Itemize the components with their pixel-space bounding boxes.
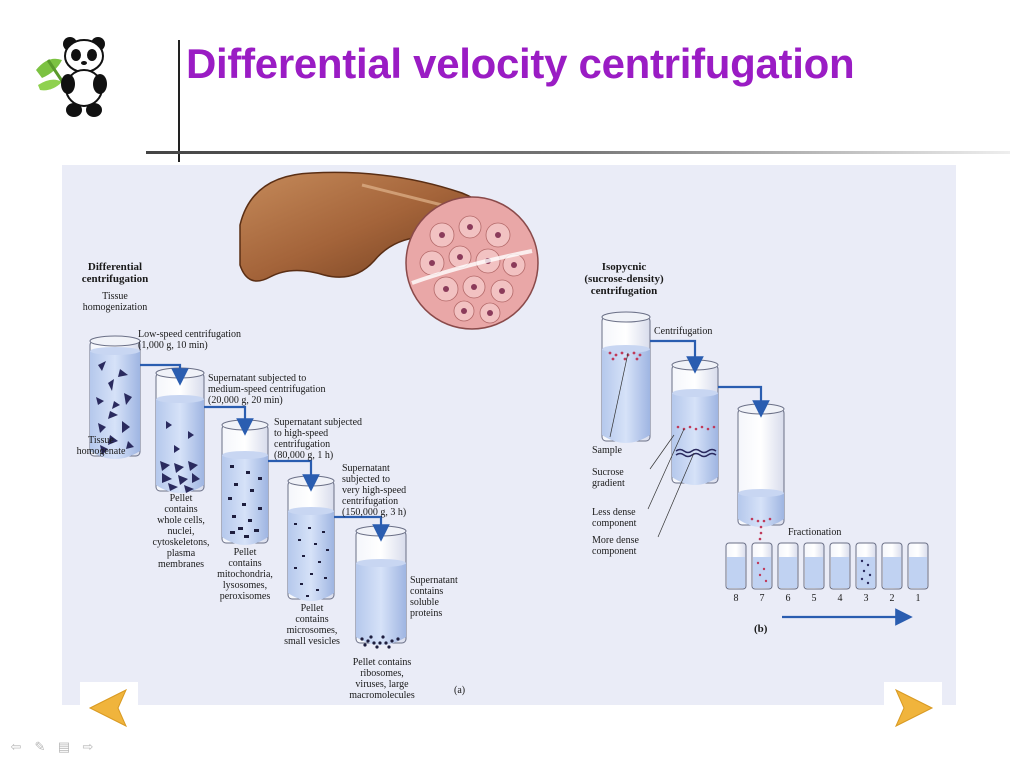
tube-low-speed-pellet <box>160 421 200 493</box>
tube-medium-speed-particles <box>228 465 262 538</box>
figure-illustration <box>89 171 929 649</box>
title-horizontal-rule <box>146 151 1010 154</box>
fraction-label: 4 <box>837 593 843 604</box>
tube-very-high-speed <box>355 525 407 645</box>
slideshow-toolbar: ⇦ ✎ ▤ ⇨ <box>8 738 96 756</box>
panel-a-label: (a) <box>454 685 466 696</box>
tube-homogenate-particles <box>96 361 134 455</box>
step1-label: Low-speed centrifugation (1,000 g, 10 mi… <box>138 329 242 351</box>
slide-title: Differential velocity centrifugation <box>186 40 855 87</box>
back-icon[interactable]: ⇦ <box>10 739 22 754</box>
tube-gradient <box>671 359 719 485</box>
tube-sample <box>601 311 651 443</box>
panel-b-label: (b) <box>754 623 768 635</box>
step2-label: Supernatant subjected to medium-speed ce… <box>208 373 326 406</box>
fraction-label: 8 <box>733 593 739 604</box>
forward-icon[interactable]: ⇨ <box>82 739 94 754</box>
less-dense-label: Less dense component <box>592 507 637 529</box>
tube-very-high-speed-pellet <box>360 635 400 649</box>
tube-gradient-band-more-dense <box>675 448 717 458</box>
fraction-label: 2 <box>889 593 895 604</box>
supernatant-label: Supernatant contains soluble proteins <box>410 575 458 619</box>
sample-label: Sample <box>592 445 622 456</box>
pen-icon[interactable]: ✎ <box>34 739 46 754</box>
more-dense-label: More dense component <box>592 535 639 557</box>
tube-high-speed <box>287 475 335 601</box>
step3-label: Supernatant subjected to high-speed cent… <box>274 417 363 461</box>
fraction-label: 3 <box>863 593 869 604</box>
tissue-homogenization-label: Tissue homogenization <box>82 291 148 313</box>
pellet3-label: Pellet contains microsomes, small vesicl… <box>284 603 340 647</box>
tube-medium-speed <box>221 419 269 545</box>
centrifugation-figure: Differential centrifugation Tissue homog… <box>62 165 956 705</box>
tube-fractionating <box>737 403 785 527</box>
isopycnic-heading: Isopycnic (sucrose-density) centrifugati… <box>584 261 664 297</box>
next-slide-button[interactable] <box>884 682 942 734</box>
prev-slide-button[interactable] <box>80 682 138 734</box>
fraction-label: 7 <box>759 593 765 604</box>
tube-gradient-band-less-dense <box>676 425 716 431</box>
pellet4-label: Pellet contains ribosomes, viruses, larg… <box>349 657 415 701</box>
fractionation-label: Fractionation <box>788 527 842 538</box>
differential-heading: Differential centrifugation <box>81 261 149 285</box>
fraction-label: 1 <box>915 593 921 604</box>
panda-logo <box>36 37 107 117</box>
fraction-label: 6 <box>785 593 791 604</box>
title-vertical-rule <box>178 40 180 162</box>
next-arrow-icon <box>894 688 934 728</box>
step4-label: Supernatant subjected to very high-speed… <box>342 463 407 518</box>
menu-icon[interactable]: ▤ <box>57 739 71 754</box>
fraction-label: 5 <box>811 593 817 604</box>
tube-high-speed-particles <box>294 523 329 597</box>
centrifugation-label: Centrifugation <box>654 326 713 337</box>
fraction-tubes <box>725 542 929 590</box>
sucrose-gradient-label: Sucrose gradient <box>592 467 625 489</box>
tissue-homogenate-label: Tissue homogenate <box>76 435 126 457</box>
pellet2-label: Pellet contains mitochondria, lysosomes,… <box>217 547 273 602</box>
prev-arrow-icon <box>88 688 128 728</box>
pellet1-label: Pellet contains whole cells, nuclei, cyt… <box>152 493 210 570</box>
